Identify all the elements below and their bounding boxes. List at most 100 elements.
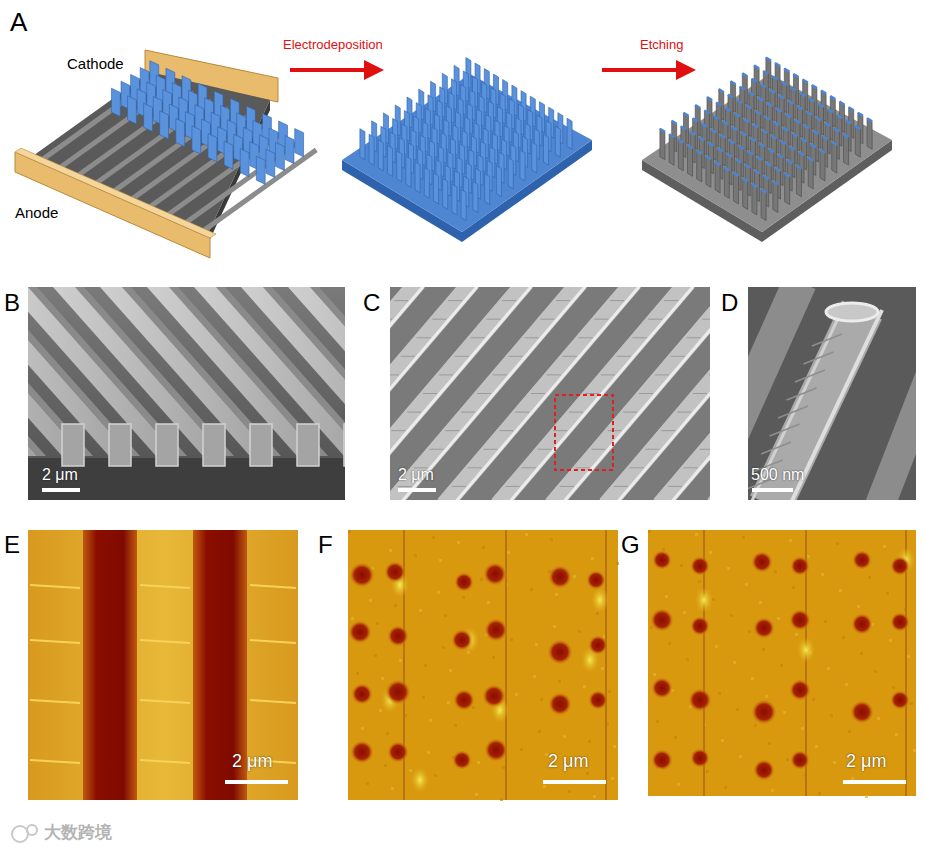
kpfm-noise [860,652,863,655]
ridge-texture [607,430,621,431]
kpfm-noise [348,530,351,533]
fin-cap [758,98,763,101]
fin-cap [690,132,695,135]
kpfm-noise [439,559,442,562]
kpfm-noise [457,541,460,544]
kpfm-noise [616,562,619,565]
ridge-texture [556,300,570,301]
fin-cap [748,152,753,155]
fin [867,118,872,149]
fin-cap [743,178,748,181]
fin-cap [750,138,755,141]
kpfm-noise [768,742,771,745]
process-arrow [602,68,692,72]
fin-cap [767,103,772,106]
ridge-cross-section [250,424,272,466]
fin-cap [720,135,725,138]
fin [508,158,513,189]
ridge-texture [553,430,567,431]
kpfm-noise [910,702,913,705]
panel-letter: F [318,532,333,558]
kpfm-dot [349,562,375,588]
fin [424,167,429,198]
fin-cap [844,134,849,137]
kpfm-noise [848,730,851,733]
fin [687,145,692,176]
kpfm-noise [857,605,860,608]
ridge-texture [417,337,431,338]
fin-cap [737,100,742,103]
kpfm-noise [762,648,765,651]
ridge-texture [668,486,682,487]
fin-cap [718,148,723,151]
afm-background [28,530,298,800]
fin-cap [783,128,788,131]
ridge-texture [540,319,554,320]
fin [192,126,201,154]
fin-cap [761,84,766,87]
kpfm-noise [351,617,354,620]
fin-cap [763,71,768,74]
ridge-edge [561,287,710,500]
ridge-texture [585,393,599,394]
kpfm-noise [379,709,382,712]
kpfm-noise [815,745,818,748]
fin-cap [791,88,796,91]
kpfm-noise [827,667,830,670]
fin [752,184,757,215]
kpfm-noise [845,683,848,686]
ridge-texture [592,449,606,450]
kpfm-noise [381,677,384,680]
kpfm-noise [399,659,402,662]
kpfm-noise [477,761,480,764]
kpfm-noise [578,630,581,633]
kpfm-noise [833,761,836,764]
kpfm-dot [688,688,712,712]
kpfm-noise [889,639,892,642]
fin [496,166,501,197]
kpfm-dot [651,677,673,699]
kpfm-noise [525,533,528,536]
ridge-texture [594,319,608,320]
fin-cap [746,106,751,109]
fin-cap [803,80,808,83]
ridge-texture [445,430,459,431]
ridge-texture [700,449,711,450]
ridge-texture [525,337,539,338]
kpfm-dot [751,551,773,573]
ridge-texture [391,430,405,431]
ridge-cross-section [297,424,319,466]
fin-cap [699,137,704,140]
fin-cap [740,87,745,90]
kpfm-noise [437,591,440,594]
kpfm-dot [650,608,674,632]
fin-texture [761,442,791,454]
kpfm-noise [502,766,505,769]
kpfm-noise [771,789,774,792]
kpfm-noise [366,782,369,785]
fin-cap [808,158,813,161]
fin [473,182,478,213]
kpfm-noise [736,708,739,711]
ridge-texture [522,467,536,468]
fin [697,151,702,182]
scale-bar-label: 500 nm [751,466,804,484]
fin-cap [754,65,759,68]
fin-cap [826,303,878,321]
kpfm-dot [384,561,406,583]
fin-cap [784,69,789,72]
fin-cap [818,104,823,107]
fin [256,156,265,184]
fin-cap [830,96,835,99]
panel-letter: G [621,532,640,558]
ridge-texture [614,486,628,487]
ridge-texture [623,412,637,413]
kpfm-noise [480,578,483,581]
kpfm-dot [790,556,810,576]
fin-cap [741,133,746,136]
kpfm-noise [550,538,553,541]
scale-bar [225,780,288,784]
kpfm-noise [665,595,668,598]
kpfm-noise [376,622,379,625]
kpfm-noise [824,620,827,623]
